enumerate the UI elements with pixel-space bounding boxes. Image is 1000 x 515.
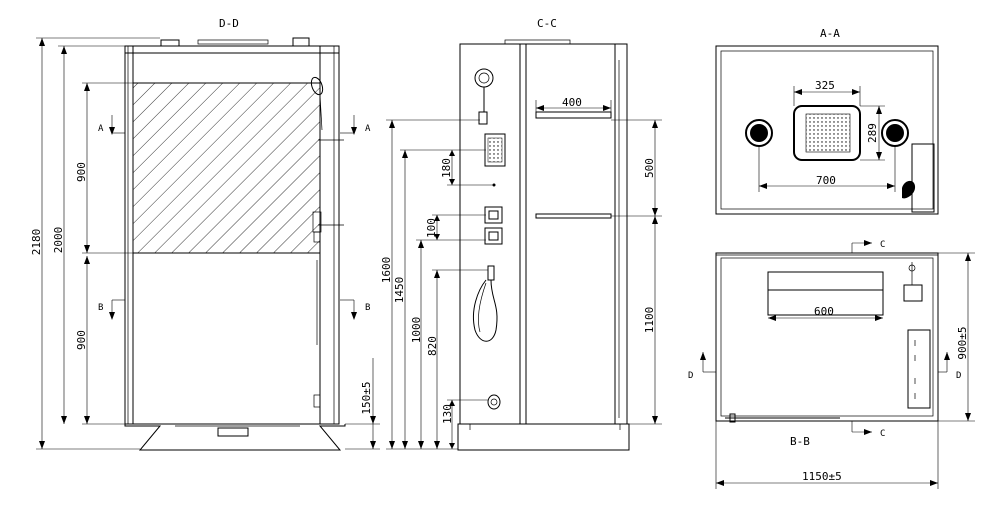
- control-side-panel: [907, 329, 931, 409]
- dim-820: 820: [426, 336, 439, 356]
- lower-shelf: [535, 213, 612, 219]
- dim-500: 500: [643, 158, 656, 178]
- dim-depth: 900±5: [956, 326, 969, 359]
- view-bb-title: B-B: [790, 435, 810, 448]
- dim-head-width: 325: [815, 79, 835, 92]
- dim-upper-900: 900: [75, 162, 88, 182]
- dim-100: 100: [425, 218, 438, 238]
- base-tray: [124, 424, 346, 451]
- dim-base-height: 150±5: [360, 381, 373, 414]
- svg-text:D: D: [956, 371, 961, 381]
- shower-head-icon: [474, 68, 494, 88]
- mixer-lower: [484, 227, 503, 245]
- svg-text:C: C: [880, 429, 885, 439]
- dim-lower-900: 900: [75, 330, 88, 350]
- view-dd-title: D-D: [219, 17, 239, 30]
- view-cc-title: C-C: [537, 17, 557, 30]
- bench: [767, 271, 884, 316]
- svg-text:C: C: [880, 240, 885, 250]
- dim-1600: 1600: [380, 257, 393, 284]
- hatched-glass-panel: [132, 82, 321, 254]
- section-marker-c-top: C: [851, 240, 885, 253]
- mixer-upper: [484, 206, 503, 224]
- section-marker-b-right: B: [340, 299, 370, 320]
- view-cc: C-C: [380, 17, 662, 451]
- ceiling-light-left: [160, 39, 180, 47]
- mixer-top-icon: [903, 284, 923, 302]
- shower-hose: [472, 279, 498, 342]
- dim-180: 180: [440, 158, 453, 178]
- hand-shower-holder-icon: [902, 180, 916, 199]
- overhead-shower-top: [197, 39, 269, 45]
- overhead-shower-side: [504, 39, 571, 45]
- cabinet-outline: [124, 45, 340, 425]
- ceiling-light-right: [292, 37, 310, 47]
- dim-130: 130: [441, 404, 454, 424]
- section-marker-d-right: D: [938, 352, 961, 381]
- dim-1450: 1450: [393, 277, 406, 304]
- dim-bench-width: 600: [814, 305, 834, 318]
- dim-1000: 1000: [410, 317, 423, 344]
- svg-text:A: A: [365, 124, 371, 134]
- overhead-shower-icon: [793, 105, 861, 161]
- svg-text:B: B: [98, 303, 103, 313]
- view-aa: A-A 325 289 700: [715, 27, 939, 215]
- side-base: [457, 423, 630, 451]
- svg-text:B: B: [365, 303, 370, 313]
- view-dd: D-D 2180: [30, 17, 380, 451]
- section-marker-d-left: D: [688, 352, 716, 381]
- upper-shelf: [535, 111, 612, 119]
- view-bb: B-B 600 900±5 1150±5 C C: [688, 240, 975, 489]
- dim-head-depth: 289: [866, 123, 879, 143]
- drain-outlet: [217, 427, 249, 437]
- dim-1100: 1100: [643, 307, 656, 334]
- section-marker-b-left: B: [98, 299, 125, 320]
- svg-text:D: D: [688, 371, 693, 381]
- dim-speaker-span: 700: [816, 174, 836, 187]
- side-knob: [487, 394, 501, 410]
- section-marker-a-left: A: [98, 115, 125, 135]
- svg-text:A: A: [98, 124, 104, 134]
- dim-shelf-width: 400: [562, 96, 582, 109]
- dim-width: 1150±5: [802, 470, 842, 483]
- dim-overall-height: 2180: [30, 229, 43, 256]
- section-marker-a-right: A: [340, 115, 371, 135]
- section-marker-c-bottom: C: [851, 421, 885, 439]
- view-aa-title: A-A: [820, 27, 840, 40]
- aa-outline: [715, 45, 939, 215]
- dim-glass-height: 2000: [52, 227, 65, 254]
- bb-outline: [715, 252, 939, 422]
- hand-shower-icon: [310, 76, 324, 96]
